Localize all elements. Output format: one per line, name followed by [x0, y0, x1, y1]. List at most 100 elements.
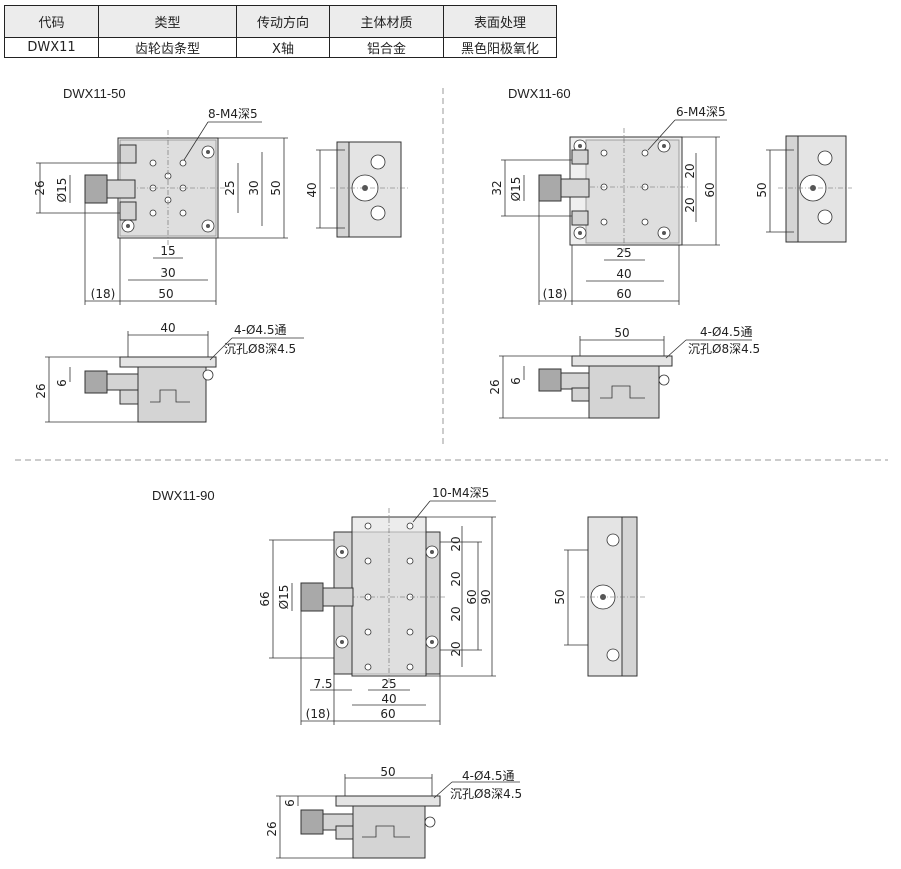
m4-hole — [179, 209, 187, 217]
model-50-shaft — [106, 179, 136, 199]
m4-hole — [364, 522, 372, 530]
model-90-side-dim-50: 50 — [553, 589, 567, 604]
header-material: 主体材质 — [329, 5, 444, 38]
model-90-front-view: 50 4-Ø4.5通 沉孔Ø8深4.5 26 6 — [265, 765, 522, 859]
model-90-front-dim-26: 26 — [265, 821, 279, 836]
model-50-dim-15: 15 — [160, 244, 175, 258]
model-50-top-view: 26 Ø15 25 30 50 15 30 (18) 50 8-M4深5 — [33, 107, 288, 305]
model-90-top-view: 66 Ø15 20 20 20 20 60 90 7.5 25 40 — [258, 486, 496, 725]
m4-hole — [149, 159, 157, 167]
lock-block — [571, 149, 589, 165]
cell-code: DWX11 — [4, 37, 99, 58]
model-50-side-plate — [336, 141, 350, 238]
model-50-dim-50b: 50 — [158, 287, 173, 301]
rack-profile — [362, 825, 410, 838]
model-50-m4-label: 8-M4深5 — [208, 107, 258, 121]
lock-block — [335, 825, 354, 840]
rack-profile — [150, 389, 190, 403]
m4-hole — [364, 628, 372, 636]
model-50-front-plate — [119, 356, 217, 368]
model-60-side-view: 50 — [755, 135, 852, 243]
model-90-dim-phi15: Ø15 — [277, 585, 291, 610]
model-90-shaft — [322, 587, 354, 607]
model-60-front-knob — [538, 368, 562, 392]
model-60-dim-20b: 20 — [683, 197, 697, 212]
m4-hole — [641, 218, 649, 226]
model-50-hole-label-1: 4-Ø4.5通 — [234, 323, 287, 337]
lock-block — [119, 201, 137, 221]
hole-center — [126, 224, 130, 228]
model-50-front-shaft — [106, 373, 139, 391]
m4-hole — [406, 522, 414, 530]
hole-center — [206, 150, 210, 154]
model-90-hole-label-2: 沉孔Ø8深4.5 — [450, 787, 522, 801]
model-90-dim-20a: 20 — [449, 536, 463, 551]
model-50-side-view: 40 — [305, 141, 408, 238]
model-90-dim-20c: 20 — [449, 606, 463, 621]
model-50-front-view: 40 4-Ø4.5通 沉孔Ø8深4.5 26 6 — [34, 321, 304, 423]
model-90-side-plate — [621, 516, 638, 677]
model-90-dim-60b: 60 — [380, 707, 395, 721]
model-60-dim-25: 25 — [616, 246, 631, 260]
spec-data-row: DWX11 齿轮齿条型 X轴 铝合金 黑色阳极氧化 — [4, 37, 557, 58]
model-60-front-view: 50 4-Ø4.5通 沉孔Ø8深4.5 26 6 — [488, 325, 760, 419]
model-50-hole-label-2: 沉孔Ø8深4.5 — [224, 342, 296, 356]
model-90-front-knob — [300, 809, 324, 835]
model-60-side-dim-50: 50 — [755, 182, 769, 197]
model-50-dim-phi15: Ø15 — [55, 178, 69, 203]
cell-finish: 黑色阳极氧化 — [443, 37, 557, 58]
spec-header-row: 代码 类型 传动方向 主体材质 表面处理 — [4, 5, 557, 38]
model-50-front-dim-6: 6 — [55, 379, 69, 387]
model-90-dim-40: 40 — [381, 692, 396, 706]
model-90-front-dim-6: 6 — [283, 799, 297, 807]
model-90-dim-66: 66 — [258, 591, 272, 606]
side-screw — [370, 205, 386, 221]
model-90-side-view: 50 — [553, 516, 645, 677]
model-60-front-shaft — [560, 372, 590, 390]
side-screw — [817, 150, 833, 166]
model-60-front-dim-6: 6 — [509, 377, 523, 385]
model-50-dim-50: 50 — [269, 180, 283, 195]
side-screw — [606, 533, 620, 547]
model-60-dim-60b: 60 — [616, 287, 631, 301]
model-90-dim-20b: 20 — [449, 571, 463, 586]
model-60-dim-20a: 20 — [683, 163, 697, 178]
model-60-front-body — [588, 365, 660, 419]
model-90-m4-label: 10-M4深5 — [432, 486, 489, 500]
m4-hole — [364, 557, 372, 565]
model-90-front-plate — [335, 795, 441, 807]
model-90-front-body — [352, 805, 426, 859]
header-finish: 表面处理 — [443, 5, 557, 38]
model-50-dim-18: (18) — [91, 287, 116, 301]
model-60-dim-40: 40 — [616, 267, 631, 281]
lock-block — [571, 387, 590, 402]
model-60-m4-label: 6-M4深5 — [676, 105, 726, 119]
model-60-top-view: 32 Ø15 20 20 60 25 40 (18) 60 6-M4深5 — [490, 105, 727, 305]
model-60-knob — [538, 174, 562, 202]
model-60-dim-phi15: Ø15 — [509, 177, 523, 202]
lock-block — [119, 389, 139, 405]
m4-hole — [600, 149, 608, 157]
spec-table: 代码 类型 传动方向 主体材质 表面处理 DWX11 齿轮齿条型 X轴 铝合金 … — [4, 5, 557, 58]
model-90-m4-holes — [364, 522, 414, 671]
model-50-side-dim-40: 40 — [305, 182, 319, 197]
model-50-dim-25: 25 — [223, 180, 237, 195]
model-90-dim-20d: 20 — [449, 641, 463, 656]
model-60-front-dim-26: 26 — [488, 379, 502, 394]
cell-material: 铝合金 — [329, 37, 444, 58]
model-50-knob — [84, 174, 108, 204]
model-50-dim-30b: 30 — [160, 266, 175, 280]
model-60-dim-60: 60 — [703, 182, 717, 197]
model-50-drawings: DWX11-50 — [33, 86, 408, 423]
model-50-front-knob — [84, 370, 108, 394]
model-50-dim-26: 26 — [33, 180, 47, 195]
m4-hole — [364, 663, 372, 671]
model-60-hole-label-1: 4-Ø4.5通 — [700, 325, 753, 339]
model-90-drawings: DWX11-90 — [152, 486, 645, 859]
model-90-dim-7-5: 7.5 — [313, 677, 332, 691]
model-90-dim-25: 25 — [381, 677, 396, 691]
side-screw — [817, 209, 833, 225]
model-90-dim-18: (18) — [306, 707, 331, 721]
model-60-hole-label-2: 沉孔Ø8深4.5 — [688, 342, 760, 356]
model-50-title: DWX11-50 — [63, 86, 126, 101]
